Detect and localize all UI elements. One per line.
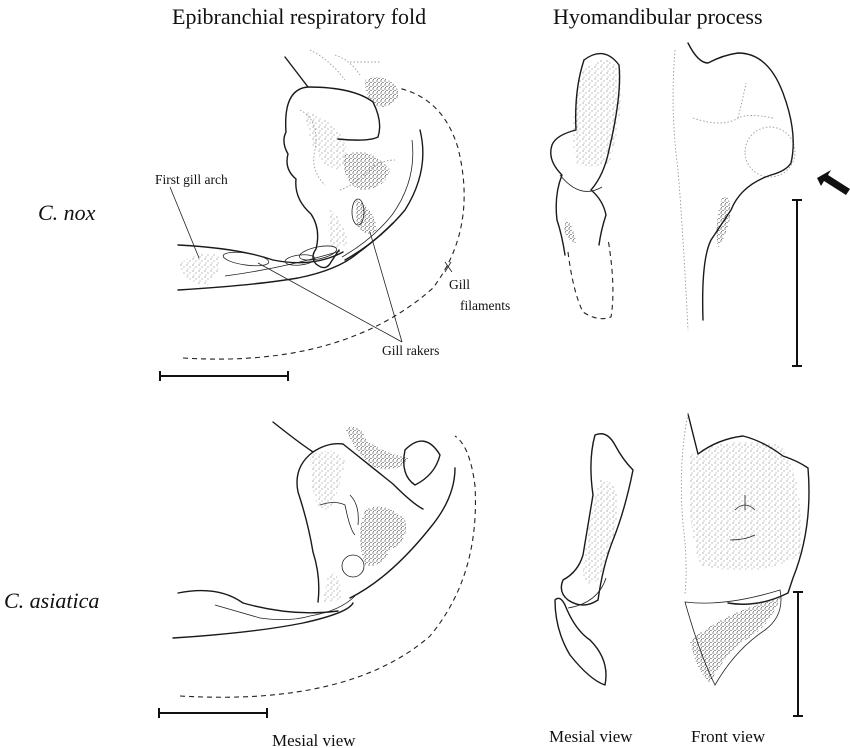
gill-arch-lower-edge [177,222,394,291]
bone-detail-line [692,82,774,124]
bone-outline [583,52,621,246]
species-label-c-asiatica: C. asiatica [4,588,99,613]
column-title-epibranchial: Epibranchial respiratory fold [172,4,426,29]
bone-vein-line [729,495,756,541]
fold-detail-line [309,49,380,81]
bone-outline [560,433,634,606]
drawing-c-nox-hyomandibular-front [672,42,796,331]
fold-detail-line [339,159,396,191]
drawing-c-asiatica-hyomandibular-front [680,413,810,686]
gill-raker-round [341,554,365,578]
bone-cartilage-dashed [567,238,614,320]
bone-outline [550,59,585,256]
drawing-c-nox-epibranchial-fold [159,49,465,381]
gill-filaments-outline [182,87,465,360]
stipple-region [690,598,780,683]
stipple-region [564,218,576,243]
fold-outline [312,442,424,510]
view-label-hyo-front: Front view [691,727,766,746]
fold-lobe [307,86,381,141]
gill-arch-inner-line [214,595,356,620]
fold-outline [283,56,340,269]
gill-arch-upper-edge [177,244,344,264]
gill-raker [351,198,365,226]
stipple-region [344,152,390,190]
fold-pouch [403,440,441,486]
drawing-c-nox-hyomandibular-mesial [550,52,622,320]
gill-raker [222,251,270,267]
bone-condyle-outline [744,126,796,178]
stipple-region [323,572,343,602]
fold-vein-line [319,494,359,536]
bone-outline [687,413,810,605]
label-gill-filaments-line1: Gill [449,277,470,292]
stipple-region [573,60,622,167]
gill-arch-edges [172,589,354,639]
leader-line-gill-rakers [369,231,403,343]
leader-line-gill-rakers [257,262,403,343]
label-gill-rakers: Gill rakers [382,343,439,358]
fold-outline [272,421,320,603]
bone-lower-flange [684,589,782,686]
gill-arch-inner-line [224,250,341,277]
arrow-indicator-icon [817,170,850,195]
view-label-hyo-mesial: Mesial view [549,727,633,746]
stipple-region [716,197,731,248]
stipple-region [305,110,347,170]
fold-detail-line [299,109,326,186]
stipple-region [360,506,406,566]
view-label-fold-mesial: Mesial view [272,731,356,748]
bone-lower-blade [554,597,607,686]
bone-joint-line [567,577,607,609]
arch-outer-margin [349,467,456,599]
leader-line-gill-filaments [444,261,452,273]
stipple-region [178,253,220,285]
leader-line-first-gill-arch [169,186,200,259]
bone-faint-edge [680,413,689,595]
stipple-region [365,76,399,107]
drawing-c-asiatica-epibranchial-fold [158,421,476,718]
arch-outer-margin [344,129,424,261]
bone-joint-line [559,174,603,192]
label-gill-filaments-line2: filaments [460,298,510,313]
bone-faint-edge [672,49,689,331]
leader-line-gill-filaments [444,261,453,273]
label-first-gill-arch: First gill arch [155,172,228,187]
gill-raker [298,245,338,261]
stipple-region [310,451,345,511]
stipple-region [345,426,410,470]
stipple-region [583,480,619,584]
stipple-region [355,200,377,234]
species-label-c-nox: C. nox [38,200,96,225]
stipple-region [328,210,348,248]
column-title-hyomandibular: Hyomandibular process [553,4,763,29]
drawing-c-asiatica-hyomandibular-mesial [554,433,634,686]
arch-inner-margin [341,139,414,258]
bone-outline [687,42,794,321]
